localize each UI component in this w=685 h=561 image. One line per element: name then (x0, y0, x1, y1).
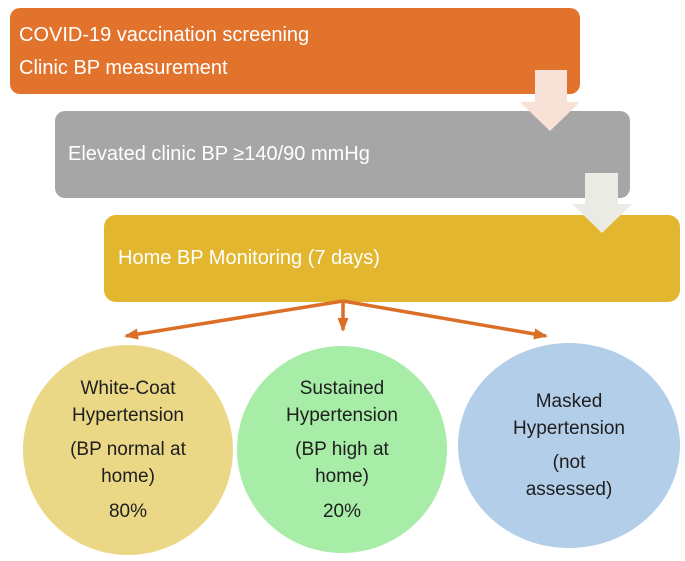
outcome-circle-sustained: Sustained Hypertension (BP high at home)… (237, 346, 447, 553)
outcome-circle-masked: Masked Hypertension (not assessed) (458, 343, 680, 548)
outcome-detail-line: (not (552, 452, 586, 473)
outcome-title-line: White-Coat (80, 378, 176, 399)
outcome-title-line: Masked (535, 391, 603, 412)
down-arrow-head (572, 204, 632, 233)
outcome-percentage: 20% (322, 500, 362, 522)
branch-arrows-icon (124, 299, 548, 340)
flow-box-screening: COVID-19 vaccination screening Clinic BP… (10, 8, 580, 94)
screening-line-1: COVID-19 vaccination screening (19, 24, 310, 46)
outcome-title-line: Hypertension (286, 404, 398, 426)
outcome-detail-line: (BP high at (295, 438, 389, 460)
outcome-title-line: Sustained (299, 377, 385, 399)
outcome-detail-line: home) (101, 466, 155, 487)
outcome-detail-line: home) (315, 465, 369, 487)
down-arrow-shaft (585, 173, 618, 205)
outcome-detail-line: assessed) (525, 479, 613, 500)
outcome-detail-line: (BP normal at (70, 439, 186, 460)
outcome-percentage: 80% (108, 501, 148, 522)
down-arrow-head (520, 102, 580, 131)
down-arrow-shaft (535, 70, 567, 103)
elevated-bp-label: Elevated clinic BP ≥140/90 mmHg (68, 143, 370, 165)
outcome-circle-white-coat: White-Coat Hypertension (BP normal at ho… (23, 345, 233, 555)
outcome-title-line: Hypertension (72, 405, 184, 426)
outcome-title-line: Hypertension (513, 418, 625, 439)
branch-arrow-right (342, 299, 548, 340)
branch-arrow-left (124, 299, 344, 340)
screening-line-2: Clinic BP measurement (19, 57, 228, 79)
home-bp-monitoring-label: Home BP Monitoring (7 days) (118, 247, 380, 269)
